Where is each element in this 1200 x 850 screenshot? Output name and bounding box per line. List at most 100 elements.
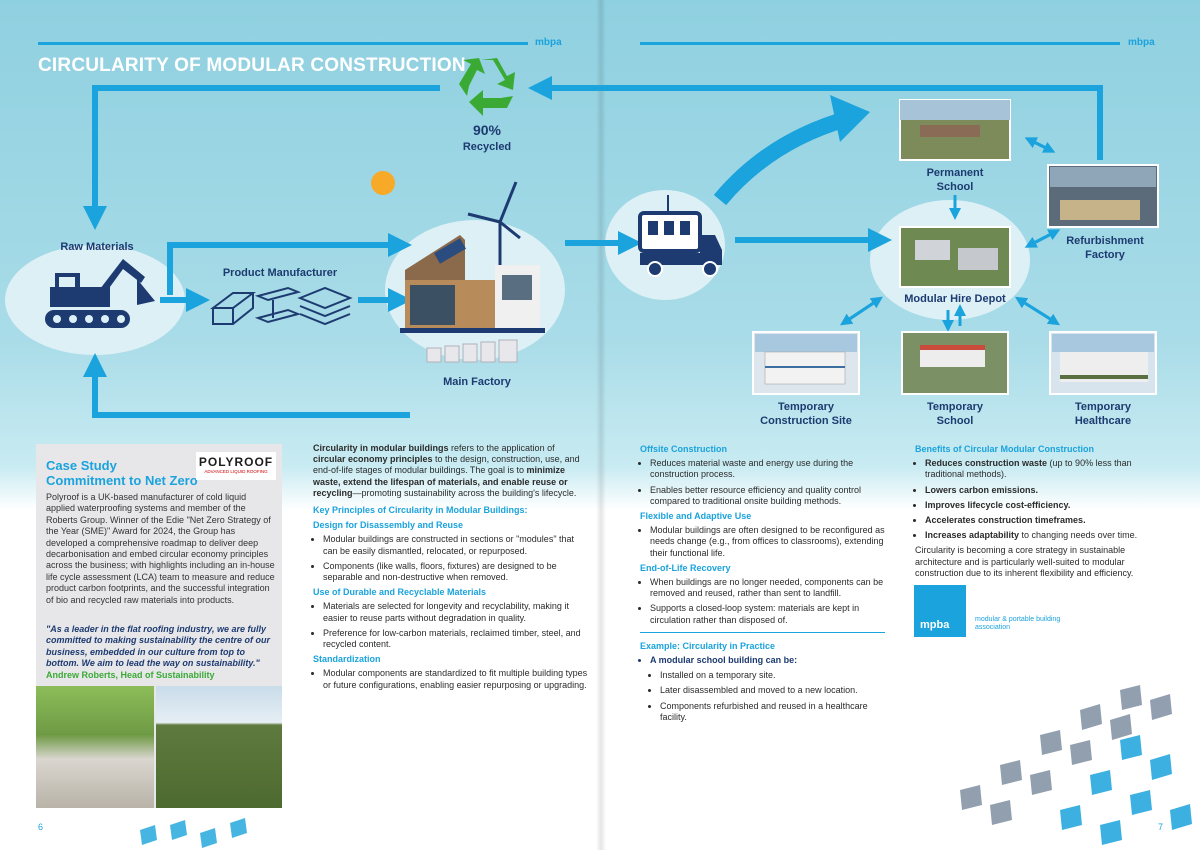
- circularity-diagram: [5, 58, 1159, 418]
- depot-construction-arrow-b: [844, 296, 883, 324]
- benefit-1: Reduces construction waste (up to 90% le…: [925, 458, 1150, 480]
- example-point-3: Components refurbished and reused in a h…: [660, 701, 885, 723]
- offsite-point-2: Enables better resource efficiency and q…: [650, 485, 885, 507]
- end-of-life-point-2: Supports a closed-loop system: materials…: [650, 603, 885, 625]
- steel-beam-icon: [210, 292, 256, 325]
- modular-hire-depot-label: Modular Hire Depot: [904, 293, 1006, 305]
- benefit-3: Improves lifecycle cost-efficiency.: [925, 500, 1150, 511]
- loop-top-left-arrow: [83, 85, 440, 230]
- polyroof-logo-sub: ADVANCED LIQUID ROOFING: [204, 469, 268, 474]
- permanent-school-photo: [899, 99, 1011, 161]
- intro-text-2: to the design, construction, use, and en…: [313, 454, 580, 476]
- green-roof-aerial-photo: [156, 686, 282, 808]
- factory-building: [400, 235, 545, 333]
- materials-heading: Use of Durable and Recyclable Materials: [313, 587, 487, 598]
- benefit-2: Lowers carbon emissions.: [925, 485, 1150, 496]
- depot-healthcare-arrow-b: [1014, 296, 1056, 324]
- case-study-title: Case Study Commitment to Net Zero: [46, 458, 198, 488]
- materials-point-2: Preference for low-carbon materials, rec…: [323, 628, 588, 650]
- product-manufacturer-label: Product Manufacturer: [222, 267, 338, 279]
- temp-school-photo: [901, 331, 1009, 395]
- temp-healthcare-label: Temporary Healthcare: [1074, 401, 1132, 427]
- benefit-1-rest: (up to 90% less than traditional methods…: [925, 458, 1132, 480]
- refurbishment-factory-label: Refurbishment Factory: [1066, 235, 1144, 261]
- raw-to-factory-arrow: [167, 233, 412, 295]
- flexible-point-1: Modular buildings are often designed to …: [650, 525, 885, 559]
- temp-construction-photo: [752, 331, 860, 395]
- mpba-logo-text: mpba: [920, 619, 950, 631]
- example-heading: Example: Circularity in Practice: [640, 640, 776, 651]
- i-beam-icon: [254, 286, 302, 324]
- closing-paragraph: Circularity is becoming a core strategy …: [915, 545, 1134, 578]
- design-heading: Design for Disassembly and Reuse: [313, 520, 464, 531]
- benefit-1-bold: Reduces construction waste: [925, 458, 1048, 469]
- recycled-label: Recycled: [462, 141, 512, 153]
- decorative-squares: [960, 685, 1192, 845]
- mpba-logo: mpba: [914, 585, 966, 637]
- design-point-1: Modular buildings are constructed in sec…: [323, 534, 588, 556]
- school-refurb-arrow-b: [1024, 137, 1051, 152]
- permanent-school-label: Permanent School: [926, 167, 984, 193]
- modular-hire-depot-photo: [899, 226, 1011, 288]
- example-point-1: Installed on a temporary site.: [660, 670, 885, 681]
- header-brand-left: mbpa: [535, 37, 562, 48]
- column-offsite: Offsite Construction Reduces material wa…: [640, 440, 885, 727]
- key-principles-heading: Key Principles of Circularity in Modular…: [313, 505, 528, 516]
- loop-bottom-arrow: [83, 353, 410, 418]
- materials-point-1: Materials are selected for longevity and…: [323, 601, 588, 623]
- sun-icon: [371, 171, 395, 195]
- header-rule-left: [38, 42, 528, 45]
- main-factory-label: Main Factory: [443, 376, 511, 388]
- header-rule-right: [640, 42, 1120, 45]
- polyroof-logo-main: POLYROOF: [198, 455, 274, 469]
- polyroof-logo: POLYROOF ADVANCED LIQUID ROOFING: [196, 452, 276, 480]
- intro-bold-1: Circularity in modular buildings: [313, 443, 449, 453]
- case-study-box: Case Study Commitment to Net Zero POLYRO…: [36, 444, 282, 808]
- truck-icon: [638, 195, 722, 277]
- example-lead: A modular school building can be:: [650, 655, 885, 666]
- recycled-percent: 90%: [472, 122, 502, 138]
- column-benefits: Benefits of Circular Modular Constructio…: [915, 440, 1150, 579]
- case-study-author: Andrew Roberts, Head of Sustainability: [46, 670, 215, 680]
- temp-healthcare-photo: [1049, 331, 1157, 395]
- benefit-5-bold: Increases adaptability: [925, 530, 1020, 541]
- design-point-2: Components (like walls, floors, fixtures…: [323, 561, 588, 583]
- benefit-4: Accelerates construction timeframes.: [925, 515, 1150, 526]
- big-curved-arrow: [713, 110, 853, 206]
- temp-school-label: Temporary School: [926, 401, 984, 427]
- intro-bold-3: minimize waste, extend the lifespan of m…: [313, 465, 568, 498]
- page-number-left: 6: [38, 822, 44, 832]
- page-fold: [596, 0, 606, 850]
- raw-materials-label: Raw Materials: [60, 241, 134, 253]
- intro-text-3: —promoting sustainability across the bui…: [352, 487, 577, 498]
- benefit-5-rest: to changing needs over time.: [1019, 530, 1138, 541]
- column-principles: Circularity in modular buildings refers …: [313, 443, 588, 695]
- case-study-quote: "As a leader in the flat roofing industr…: [46, 624, 271, 669]
- mpba-association-name: modular & portable building association: [975, 616, 1061, 631]
- intro-bold-2: circular economy principles: [313, 454, 433, 465]
- refurbishment-factory-photo: [1047, 164, 1159, 228]
- depot-refurb-arrow-b: [1024, 230, 1056, 248]
- offsite-point-1: Reduces material waste and energy use du…: [650, 458, 885, 480]
- header-brand-right: mbpa: [1128, 37, 1155, 48]
- offsite-heading: Offsite Construction: [640, 444, 727, 454]
- case-study-title-line1: Case Study: [46, 458, 117, 473]
- sheet-layers-icon: [297, 286, 353, 326]
- recycle-icon: [459, 58, 515, 116]
- green-roof-building-photo: [36, 686, 154, 808]
- case-study-body: Polyroof is a UK-based manufacturer of c…: [46, 492, 275, 605]
- intro-text-1: refers to the application of: [448, 443, 555, 453]
- standardization-point-1: Modular components are standardized to f…: [323, 668, 588, 690]
- page-title: CIRCULARITY OF MODULAR CONSTRUCTION: [38, 55, 466, 76]
- flexible-heading: Flexible and Adaptive Use: [640, 511, 752, 522]
- temp-construction-label: Temporary Construction Site: [760, 401, 852, 427]
- page-number-right: 7: [1158, 822, 1164, 832]
- big-curved-arrowhead: [830, 95, 870, 142]
- decorative-squares-left: [140, 818, 247, 848]
- benefits-heading: Benefits of Circular Modular Constructio…: [915, 444, 1095, 454]
- end-of-life-heading: End-of-Life Recovery: [640, 562, 731, 573]
- standardization-heading: Standardization: [313, 654, 381, 665]
- case-study-title-line2: Commitment to Net Zero: [46, 473, 198, 488]
- modular-panels-icon: [426, 339, 518, 363]
- end-of-life-point-1: When buildings are no longer needed, com…: [650, 577, 885, 599]
